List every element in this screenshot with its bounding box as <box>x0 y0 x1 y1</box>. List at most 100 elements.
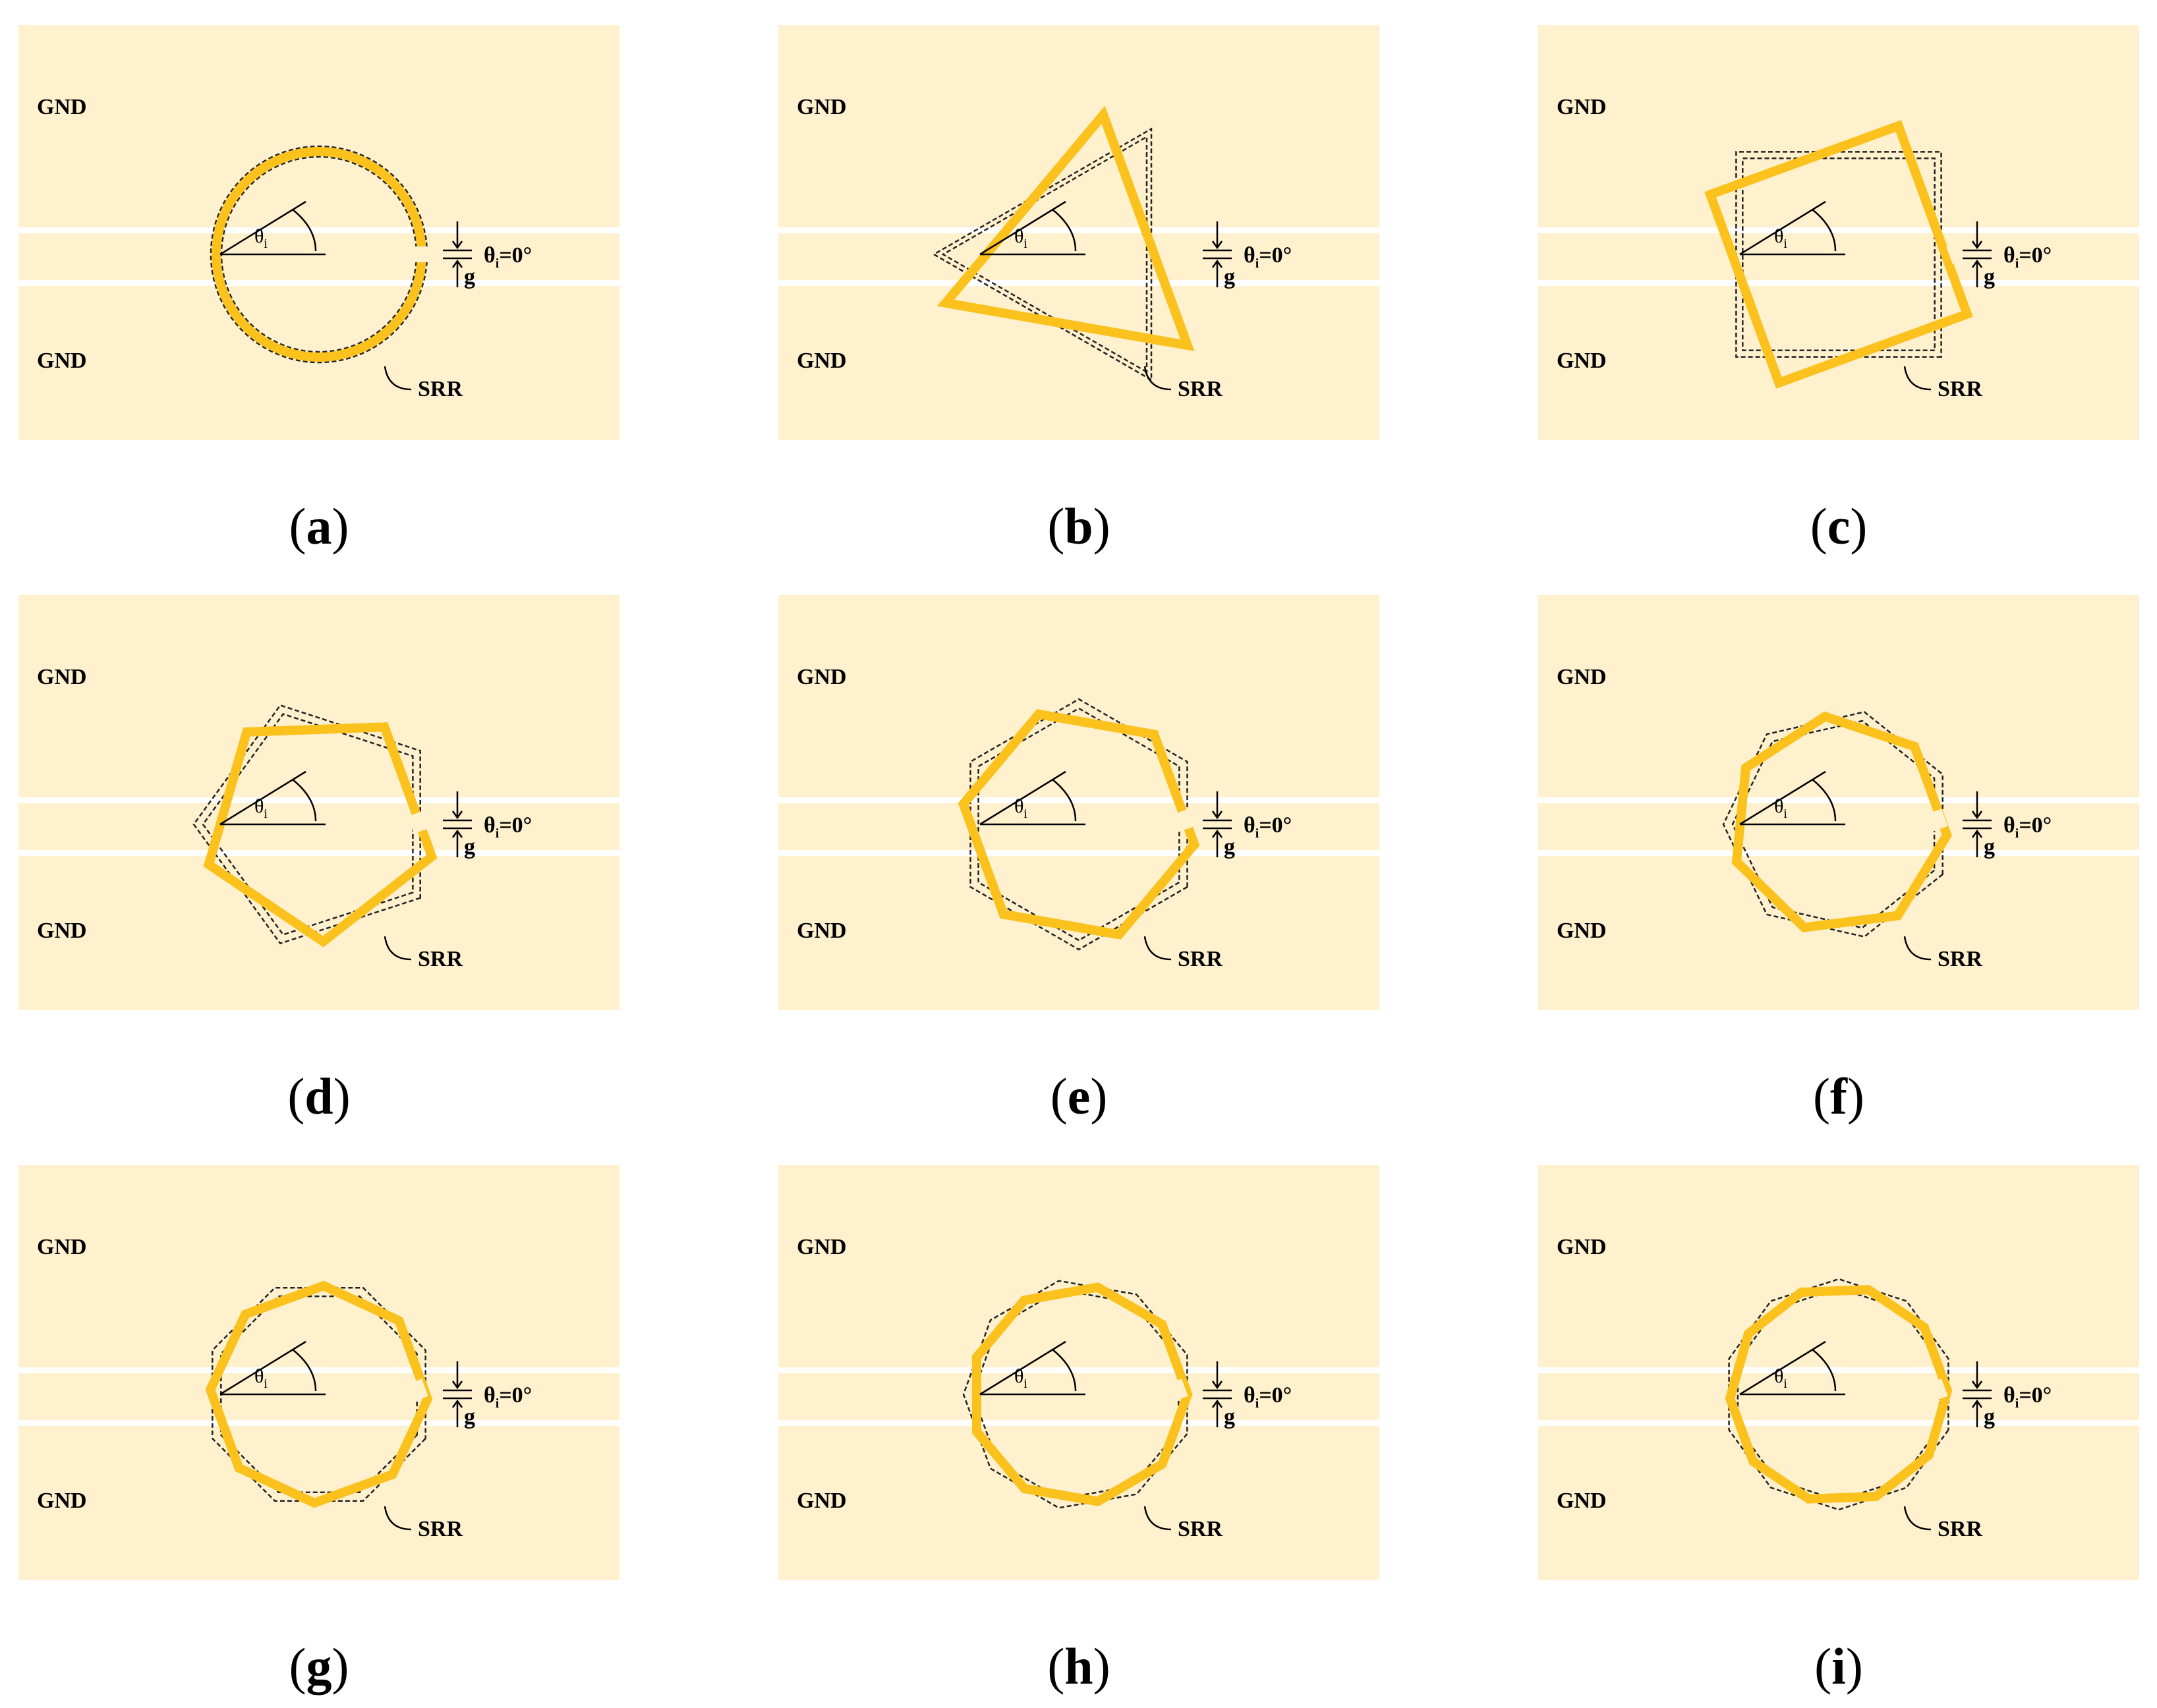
gnd-label-top: GND <box>797 665 847 689</box>
angle-ray <box>1739 770 1826 826</box>
theta-zero-label: θi=0° <box>2003 813 2052 841</box>
gap-arrow-down <box>451 221 463 250</box>
angle-arc <box>1812 779 1837 822</box>
srr-leader <box>384 936 412 961</box>
theta-zero-label: θi=0° <box>2003 243 2052 271</box>
outline-inner <box>971 1289 1180 1500</box>
srr-ring <box>936 105 1195 351</box>
panel-caption-f: (f) <box>1813 1068 1864 1125</box>
gnd-label-bottom: GND <box>797 349 847 373</box>
gap-arrow-down <box>1971 221 1983 250</box>
srr-gap <box>1161 1379 1188 1404</box>
gap-label: g <box>1984 265 1995 289</box>
outline-outer <box>192 704 421 945</box>
gap-label: g <box>1984 835 1995 859</box>
srr-leader <box>1903 366 1932 391</box>
gnd-label-top: GND <box>37 95 87 119</box>
gnd-label-bottom: GND <box>797 919 847 943</box>
srr-label: SRR <box>1178 377 1222 401</box>
cpw-slot-top <box>778 227 1379 233</box>
gap-arrow-down <box>451 1361 463 1390</box>
gap-label: g <box>464 265 475 289</box>
angle-arc <box>1052 209 1077 252</box>
gnd-label-bottom: GND <box>1557 1489 1607 1513</box>
angle-ray <box>1739 1340 1826 1396</box>
gap-arrow-down <box>1971 1361 1983 1390</box>
srr-label: SRR <box>418 1517 463 1541</box>
gnd-label-top: GND <box>797 95 847 119</box>
angle-arc <box>292 779 317 822</box>
gap-arrow-up <box>1211 259 1223 287</box>
cpw-slot-bottom <box>778 1420 1379 1426</box>
gap-label: g <box>1224 1405 1235 1429</box>
angle-arc <box>1812 209 1837 252</box>
srr-leader <box>1143 366 1172 391</box>
srr-ring <box>205 1280 433 1508</box>
panel-caption-e: (e) <box>1050 1068 1108 1125</box>
srr-leader <box>1143 1506 1172 1531</box>
gap-arrow-up <box>1971 829 1983 857</box>
srr-leader <box>384 366 412 391</box>
srr-gap <box>407 809 435 834</box>
gnd-label-top: GND <box>1557 665 1607 689</box>
cpw-slot-bottom <box>18 280 619 286</box>
srr-gap <box>1167 809 1195 834</box>
cpw-slot-bottom <box>778 280 1379 286</box>
cpw-slot-top <box>18 1367 619 1373</box>
panel-caption-h: (h) <box>1047 1637 1110 1695</box>
outline-outer <box>1728 1278 1949 1511</box>
angle-arc <box>292 209 317 252</box>
srr-label: SRR <box>1938 947 1982 971</box>
panel-caption-b: (b) <box>1047 498 1110 555</box>
cpw-slot-bottom <box>1538 280 2139 286</box>
outline-outer <box>1735 151 1942 358</box>
srr-gap <box>411 246 431 262</box>
gnd-label-top: GND <box>1557 1235 1607 1259</box>
cpw-slot-top <box>18 797 619 803</box>
gnd-label-top: GND <box>37 665 87 689</box>
gnd-label-top: GND <box>1557 95 1607 119</box>
cpw-slot-bottom <box>18 850 619 856</box>
srr-ring <box>1704 120 1973 389</box>
cpw-slot-bottom <box>1538 850 2139 856</box>
cpw-slot-top <box>1538 797 2139 803</box>
angle-arc <box>1052 1349 1077 1392</box>
gnd-label-bottom: GND <box>37 1489 87 1513</box>
panel-caption-g: (g) <box>289 1637 349 1695</box>
angle-ray <box>219 1340 306 1396</box>
cpw-slot-top <box>778 797 1379 803</box>
cpw-slot-top <box>778 1367 1379 1373</box>
srr-label: SRR <box>1178 1517 1222 1541</box>
srr-leader <box>384 1506 412 1531</box>
theta-zero-label: θi=0° <box>484 813 532 841</box>
srr-label: SRR <box>418 377 463 401</box>
gnd-label-bottom: GND <box>797 1489 847 1513</box>
cpw-slot-bottom <box>18 1420 619 1426</box>
srr-leader <box>1903 936 1932 961</box>
angle-arc <box>1052 779 1077 822</box>
gap-label: g <box>1224 835 1235 859</box>
theta-zero-label: θi=0° <box>1244 813 1292 841</box>
gap-arrow-down <box>1211 1361 1223 1390</box>
angle-ray <box>1739 200 1826 256</box>
cpw-slot-top <box>18 227 619 233</box>
angle-arc <box>1812 1349 1837 1392</box>
srr-ring <box>1731 711 1952 932</box>
angle-ray <box>219 200 306 256</box>
gap-arrow-up <box>451 829 463 857</box>
theta-zero-label: θi=0° <box>484 243 532 271</box>
angle-ray <box>979 770 1066 826</box>
srr-leader <box>1903 1506 1932 1531</box>
srr-label: SRR <box>1178 947 1222 971</box>
srr-label: SRR <box>418 947 463 971</box>
angle-ray <box>979 1340 1066 1396</box>
gap-arrow-up <box>451 1399 463 1427</box>
gap-arrow-up <box>1971 259 1983 287</box>
gnd-label-bottom: GND <box>37 919 87 943</box>
gap-label: g <box>1224 265 1235 289</box>
cpw-slot-top <box>1538 1367 2139 1373</box>
